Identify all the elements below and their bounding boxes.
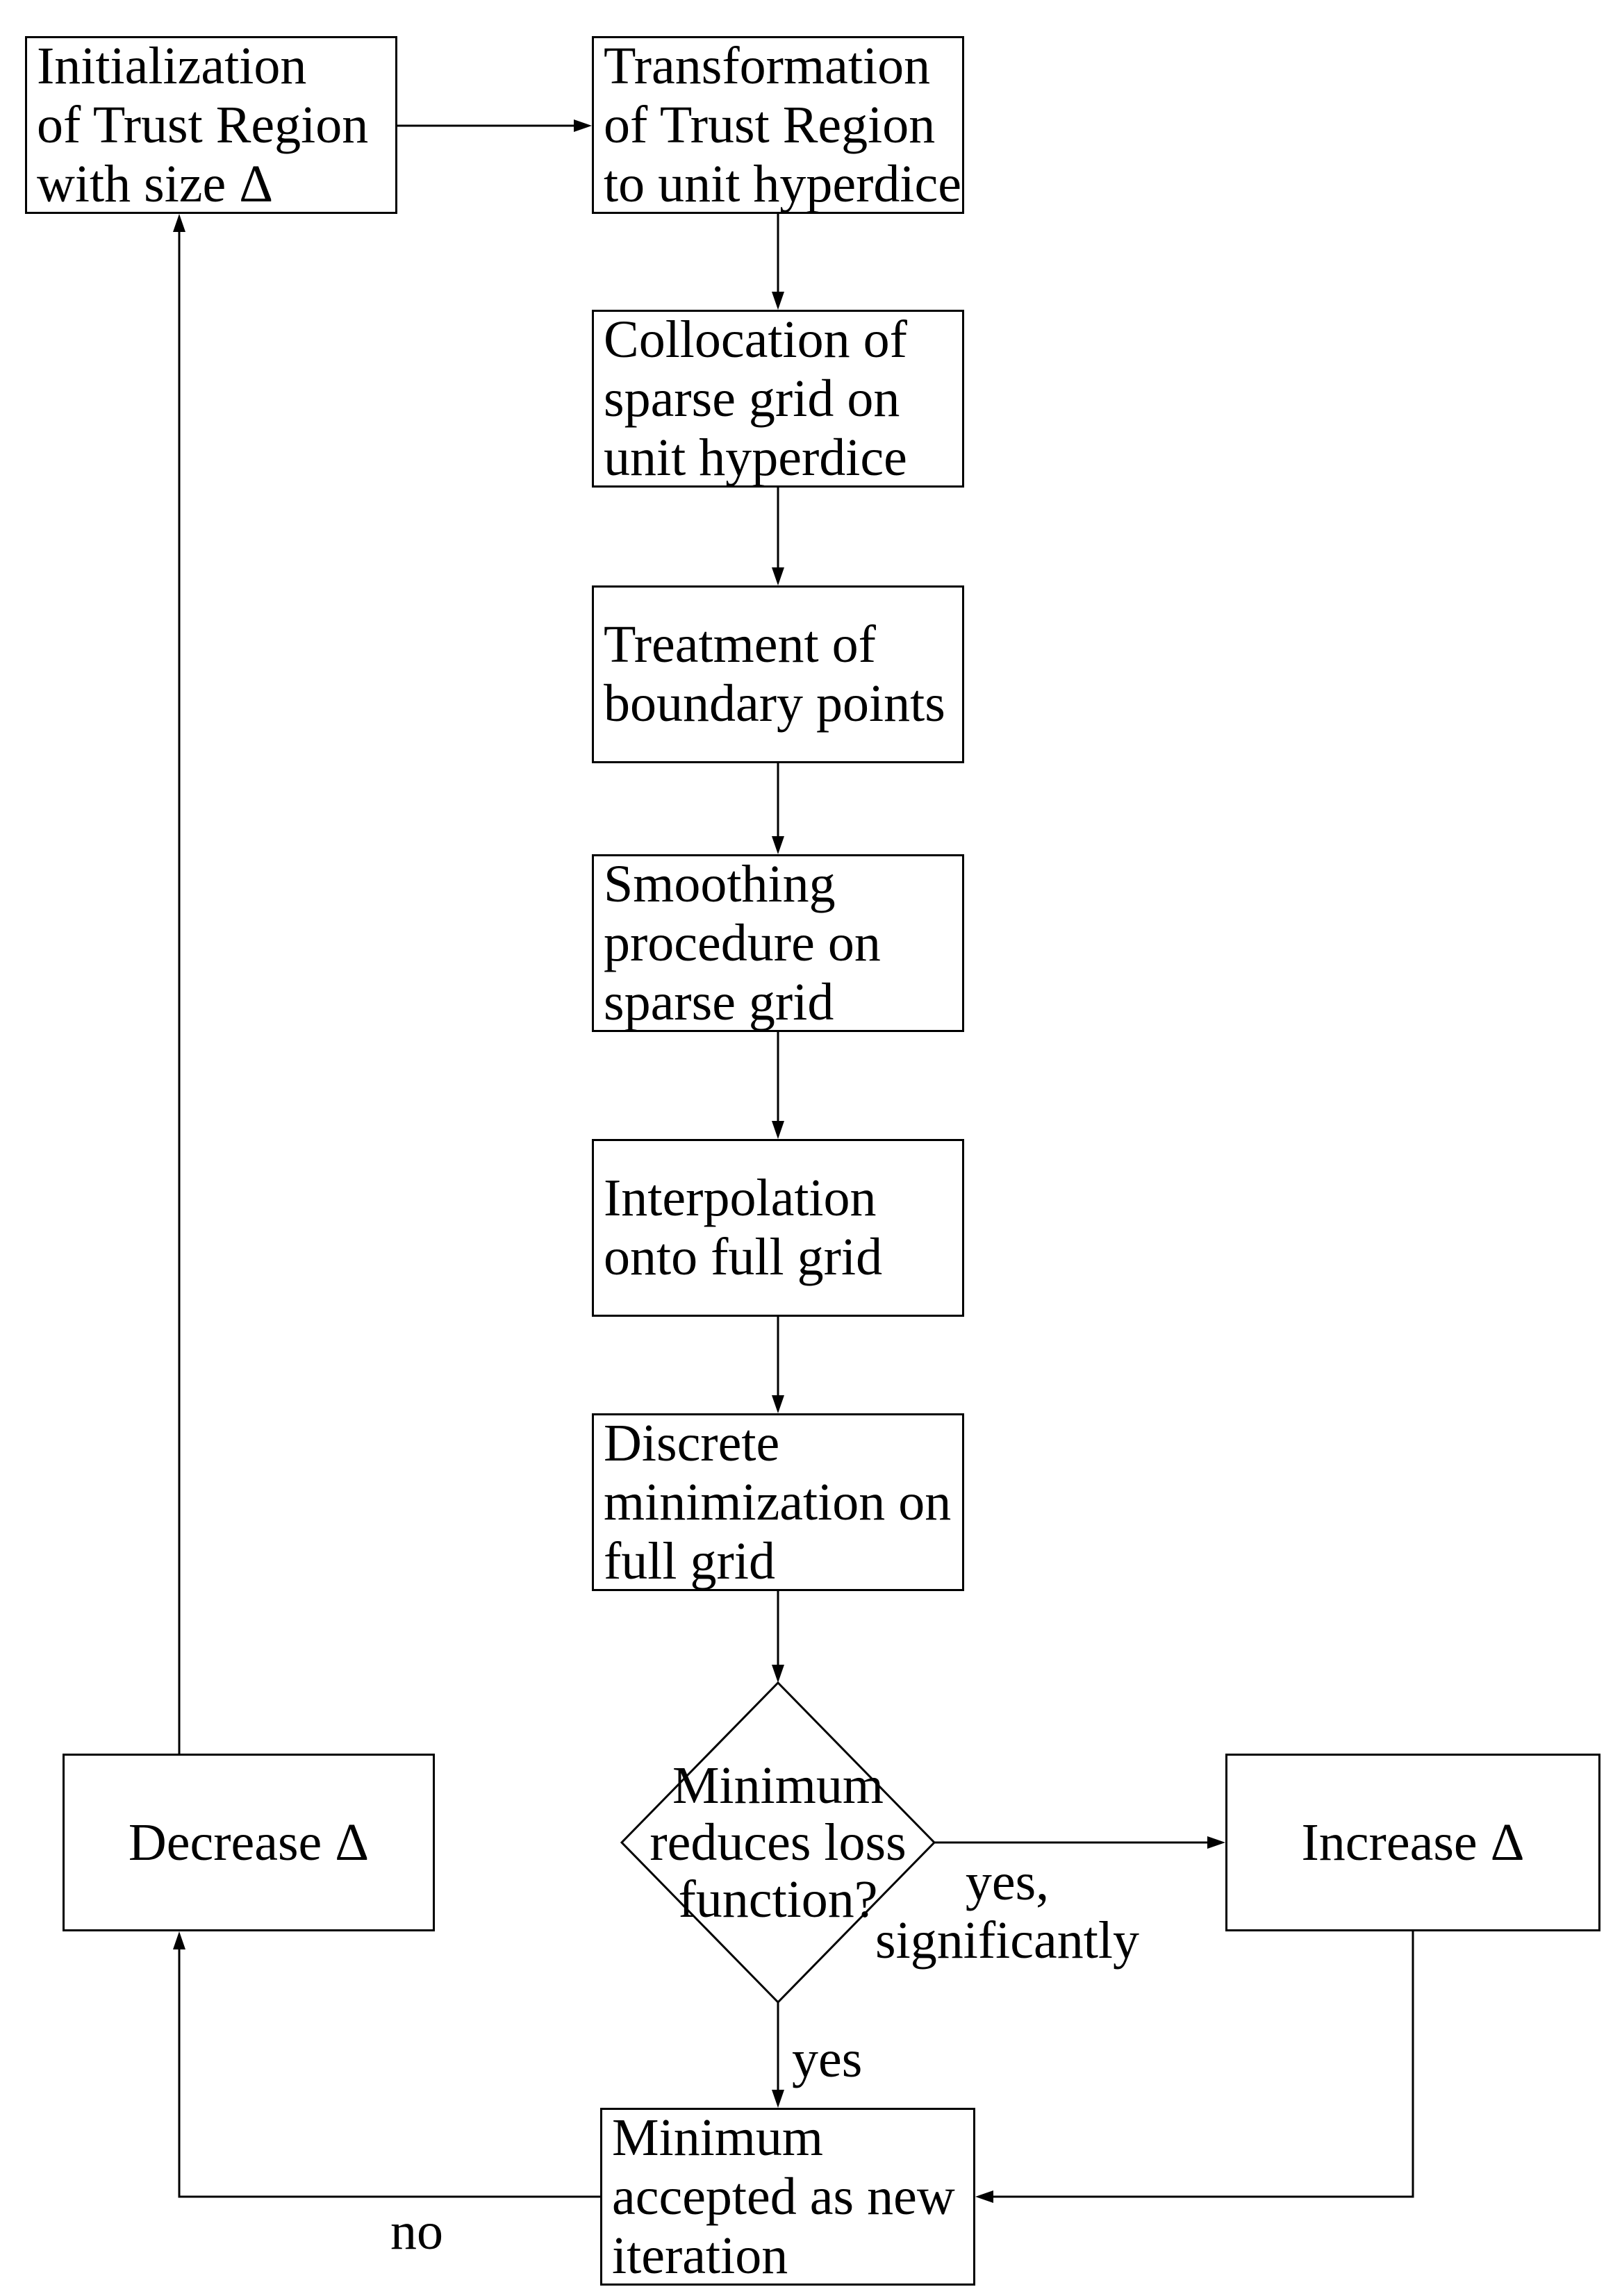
node-increase-delta-label: Increase Δ [1301, 1813, 1525, 1872]
edge-label-no: no [390, 2202, 443, 2261]
arrowhead-icon [975, 2190, 993, 2203]
decision-diamond [620, 1681, 936, 2004]
arrowhead-icon [173, 214, 185, 232]
arrowhead-icon [772, 567, 784, 585]
arrowhead-icon [1207, 1836, 1225, 1849]
arrowhead-icon [574, 119, 592, 132]
arrowhead-icon [772, 292, 784, 310]
arrowhead-icon [772, 1395, 784, 1413]
node-decrease-delta: Decrease Δ [63, 1754, 435, 1931]
arrowhead-icon [772, 1121, 784, 1139]
arrowhead-icon [772, 836, 784, 854]
edge-label-yes: yes [792, 2030, 863, 2088]
arrowhead-icon [772, 2090, 784, 2108]
edge-increase-to-accepted [990, 1931, 1414, 2198]
node-increase-delta: Increase Δ [1225, 1754, 1600, 1931]
arrowhead-icon [772, 1665, 784, 1683]
node-decrease-delta-label: Decrease Δ [128, 1813, 370, 1872]
edge-accepted-to-decrease [178, 1946, 600, 2198]
arrowhead-icon [173, 1931, 185, 1949]
edge-label-yes-significantly: yes,significantly [875, 1853, 1139, 1970]
